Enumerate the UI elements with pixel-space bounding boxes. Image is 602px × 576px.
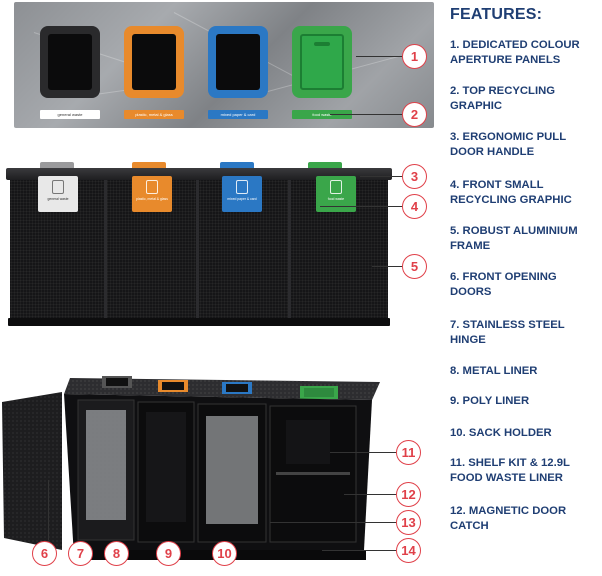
open-bin-illustration — [0, 360, 400, 576]
callout-8: 8 — [104, 541, 129, 566]
aperture-general-waste — [40, 26, 100, 98]
callout-7: 7 — [68, 541, 93, 566]
callout-3: 3 — [402, 164, 427, 189]
feature-item: 7. STAINLESS STEEL HINGE — [450, 319, 565, 346]
top-label-paper: mixed paper & card — [208, 110, 268, 119]
feature-item: 1. DEDICATED COLOUR APERTURE PANELS — [450, 39, 580, 66]
callout-5: 5 — [402, 254, 427, 279]
callout-11: 11 — [396, 440, 421, 465]
top-label-plastic: plastic, metal & glass — [124, 110, 184, 119]
door-sticker-plastic: plastic, metal & glass — [132, 176, 172, 212]
feature-item: 5. ROBUST ALUMINIUM FRAME — [450, 225, 578, 252]
callout-1: 1 — [402, 44, 427, 69]
top-label-general: general waste — [40, 110, 100, 119]
feature-item: 3. ERGONOMIC PULL DOOR HANDLE — [450, 131, 566, 158]
callout-6: 6 — [32, 541, 57, 566]
callout-9: 9 — [156, 541, 181, 566]
callout-2: 2 — [402, 102, 427, 127]
aperture-food-waste — [292, 26, 352, 98]
front-bin-illustration: general waste plastic, metal & glass mix… — [6, 160, 392, 328]
door-sticker-paper: mixed paper & card — [222, 176, 262, 212]
top-label-food: food waste — [292, 110, 352, 119]
feature-item: 9. POLY LINER — [450, 395, 530, 407]
feature-item: 11. SHELF KIT & 12.9L FOOD WASTE LINER — [450, 457, 570, 484]
feature-item: 10. SACK HOLDER — [450, 427, 552, 439]
top-view-panel: general waste plastic, metal & glass mix… — [14, 2, 434, 128]
feature-item: 4. FRONT SMALL RECYCLING GRAPHIC — [450, 179, 572, 206]
features-heading: FEATURES: — [450, 6, 543, 23]
door-sticker-general: general waste — [38, 176, 78, 212]
feature-item: 2. TOP RECYCLING GRAPHIC — [450, 85, 556, 112]
callout-4: 4 — [402, 194, 427, 219]
feature-item: 8. METAL LINER — [450, 365, 538, 377]
callout-12: 12 — [396, 482, 421, 507]
callout-14: 14 — [396, 538, 421, 563]
aperture-mixed-paper-card — [208, 26, 268, 98]
callout-10: 10 — [212, 541, 237, 566]
aperture-plastic-metal-glass — [124, 26, 184, 98]
features-list: FEATURES: 1. DEDICATED COLOUR APERTURE P… — [450, 6, 600, 532]
callout-13: 13 — [396, 510, 421, 535]
feature-item: 6. FRONT OPENING DOORS — [450, 271, 557, 298]
feature-item: 12. MAGNETIC DOOR CATCH — [450, 505, 567, 532]
